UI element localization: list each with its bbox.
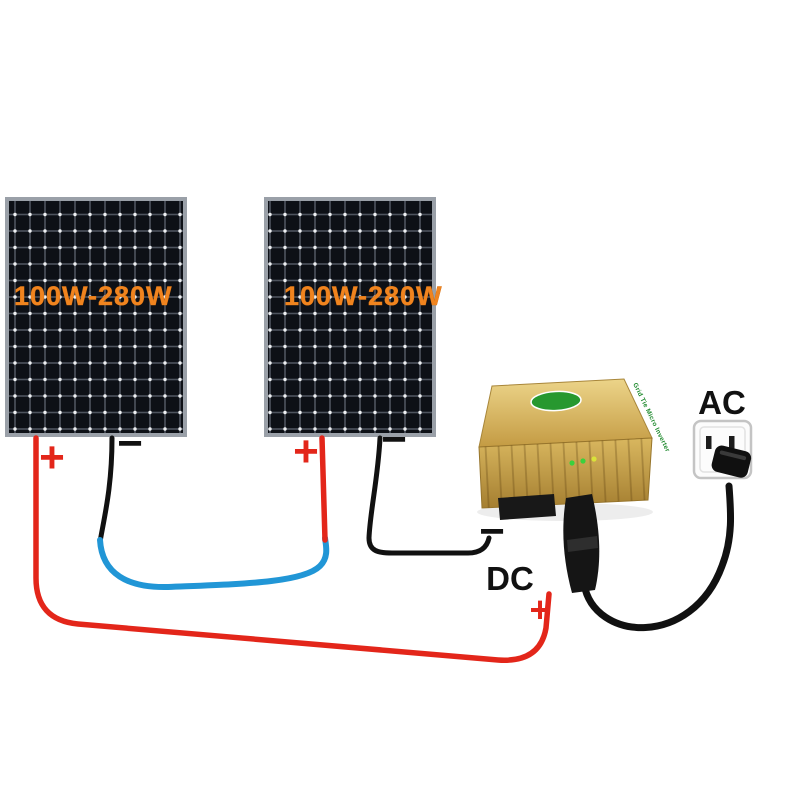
- solar-panel-2: 100W-280W: [264, 197, 443, 437]
- panel1-positive-mark: +: [39, 433, 65, 482]
- inverter-logo: [530, 390, 582, 412]
- inverter-heatsink-fins: [479, 438, 652, 508]
- inverter-led-2: [580, 458, 586, 464]
- series-wire-blue: [97, 535, 330, 591]
- positive-wire-panel2: [319, 435, 328, 543]
- solar-panel-1: 100W-280W: [5, 197, 187, 437]
- ac-output-cable: [580, 482, 735, 631]
- panel2-negative-mark: −: [381, 415, 407, 464]
- outlet-slot-right: [729, 436, 735, 449]
- inverter-dc-label: DC: [486, 560, 534, 597]
- outlet-slot-left: [706, 436, 712, 449]
- panel1-cells: [9, 201, 183, 433]
- panel1-power-label: 100W-280W: [14, 281, 173, 311]
- ac-outlet: AC: [692, 384, 753, 480]
- inverter-ac-connector-ring: [567, 536, 598, 552]
- panel1-negative-mark: −: [117, 419, 143, 468]
- ac-outlet-label: AC: [698, 384, 746, 421]
- negative-wire-panel2-to-inverter: [366, 435, 492, 556]
- inverter-dc-terminal-block: [498, 494, 556, 520]
- inverter-dc-positive-mark: +: [529, 589, 550, 630]
- panel2-power-label: 100W-280W: [284, 281, 443, 311]
- negative-wire-panel1: [97, 435, 115, 545]
- inverter-dc-negative-mark: −: [479, 507, 505, 556]
- panel2-positive-mark: +: [293, 427, 319, 476]
- positive-wire-panel1-to-inverter: [33, 435, 552, 663]
- ac-plug-highlight: [719, 450, 747, 461]
- inverter-led-1: [569, 460, 575, 466]
- inverter-led-3: [591, 456, 597, 462]
- panel2-cells: [268, 201, 432, 433]
- inverter-top-face: [478, 378, 653, 448]
